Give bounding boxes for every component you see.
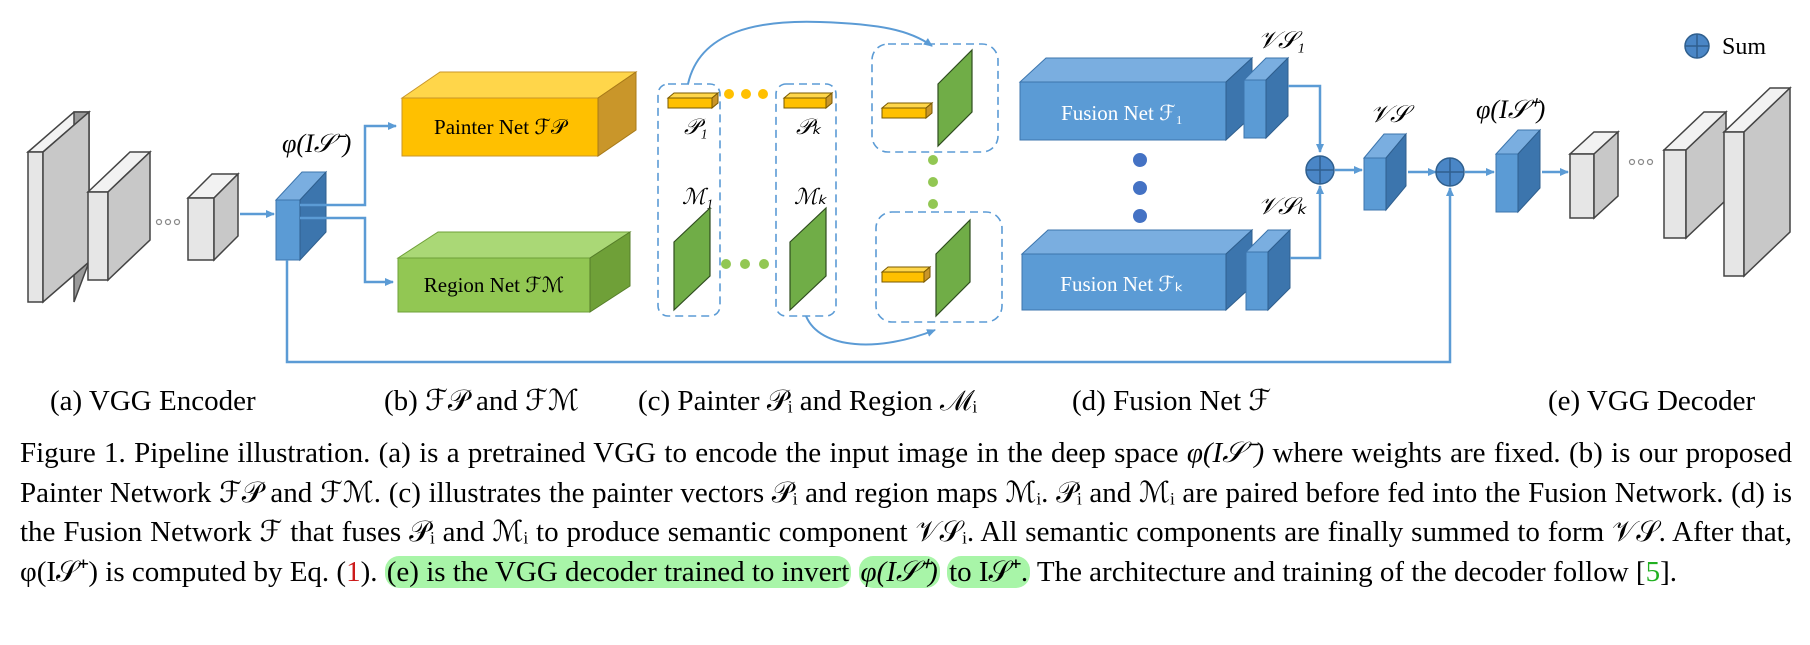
painter-vector-1 [666,91,720,110]
arrow-to-region-net [300,216,394,286]
fusion-net-1-output [1242,56,1290,140]
decoder-input-label: φ(I𝒮⁺) [1476,95,1545,124]
caption-part-2: where weights are fixed. (b) is our prop… [20,437,1792,588]
encoder-layer-2 [86,150,152,282]
curve-arrow-bottom [805,315,936,346]
painter-vector-1-label: 𝒫₁ [684,114,708,139]
highlight-invert-target: to I𝒮⁺. [947,555,1031,588]
arrow-to-painter-net [300,122,397,207]
equation-ref-link[interactable]: 1 [346,555,361,588]
vs1-label: 𝒱𝒮₁ [1258,28,1305,54]
region-map-1 [673,206,711,312]
region-dots [721,259,769,269]
skip-connection-arrow [285,187,1454,364]
encoder-feature-block [274,170,328,262]
curve-arrow-top [687,20,933,85]
painter-region-group: 𝒫₁ 𝒫ₖ ℳ₁ ℳₖ [657,83,837,317]
legend-sum-label: Sum [1722,34,1766,60]
section-label-c: (c) Painter 𝒫ᵢ and Region ℳᵢ [638,385,977,417]
vgg-encoder: φ(I𝒮⁻) [25,110,351,304]
fusion-net-k-output [1244,228,1292,312]
sum-node-1 [1305,155,1335,185]
caption-part-4: The architecture and training of the dec… [1030,555,1646,588]
section-label-e: (e) VGG Decoder [1548,385,1756,417]
paired-group-k [875,211,1003,323]
caption-phi-minus: φ(I𝒮⁻) [1186,437,1265,469]
caption-part-5: ]. [1660,555,1678,588]
paired-group-1 [871,43,999,153]
encoder-output-label: φ(I𝒮⁻) [282,129,351,158]
section-label-d: (d) Fusion Net ℱ [1072,385,1271,417]
decoder-dots [1628,158,1654,166]
caption-part-3: ). [360,555,385,588]
region-net-label: Region Net ℱℳ [424,273,564,297]
citation-ref-link[interactable]: 5 [1645,555,1661,588]
painter-dots [724,89,768,99]
sum-node-2 [1435,157,1465,187]
arrow-vs1-to-sum [1288,84,1324,153]
encoder-layer-3 [186,172,240,262]
highlight-phi-plus: φ(I𝒮⁺) [858,555,940,588]
fusion-dots [1133,153,1147,223]
region-net-block: Region Net ℱℳ [396,231,632,313]
decoder-layer-2 [1662,110,1728,240]
fusion-net-1-label: Fusion Net ℱ₁ [1061,101,1183,125]
vsk-label: 𝒱𝒮ₖ [1258,194,1308,220]
section-label-a: (a) VGG Encoder [50,385,256,417]
painter-net-block: Painter Net ℱ𝒫 [400,71,638,157]
encoder-dots [155,218,181,226]
section-label-b: (b) ℱ𝒫 and ℱℳ [384,385,579,417]
caption-part-1: Figure 1. Pipeline illustration. (a) is … [20,437,1187,469]
region-map-1-label: ℳ₁ [682,184,713,209]
encoder-layer-1 [25,110,92,304]
pipeline-diagram: φ(I𝒮⁻) Painter Net ℱ𝒫 Region Net ℱℳ 𝒫₁ [25,20,1792,417]
vs-label: 𝒱𝒮 [1370,102,1415,128]
painter-net-label: Painter Net ℱ𝒫 [434,115,569,139]
figure-caption: Figure 1. Pipeline illustration. (a) is … [20,434,1792,592]
decoder-layer-1 [1568,130,1620,220]
region-map-k-label: ℳₖ [794,184,828,209]
painter-vector-k [782,91,834,110]
highlight-decoder-text: (e) is the VGG decoder trained to invert [384,555,852,588]
painter-vector-k-label: 𝒫ₖ [796,114,822,139]
vs-block [1362,132,1408,212]
paired-dots [928,155,938,209]
legend-sum: Sum [1684,33,1766,60]
region-map-k [789,206,827,312]
fusion-net-k-label: Fusion Net ℱₖ [1060,272,1183,296]
fusion-net-1-block: Fusion Net ℱ₁ [1018,56,1254,142]
decoder-feature-block [1494,128,1542,214]
decoder-layer-3 [1722,86,1792,278]
fusion-net-k-block: Fusion Net ℱₖ [1020,228,1254,312]
arrow-vsk-to-sum [1290,185,1324,260]
